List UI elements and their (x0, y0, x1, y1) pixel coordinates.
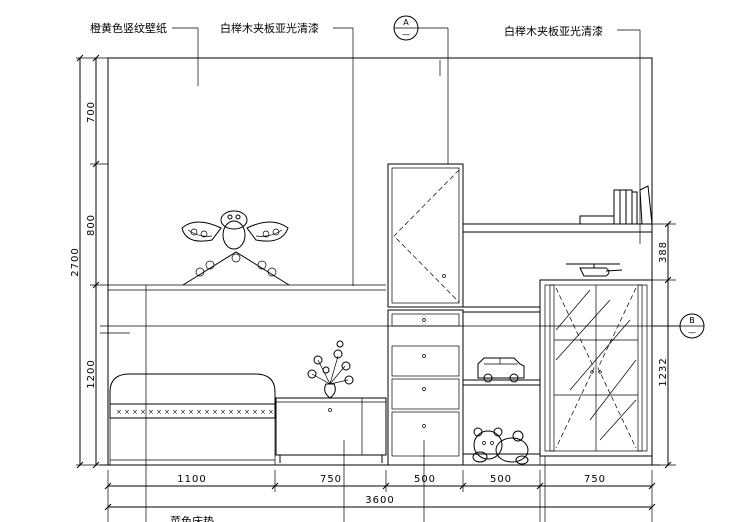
dimension-left (76, 54, 108, 469)
dimension-bottom (104, 440, 656, 522)
helicopter-toy (566, 263, 623, 281)
mattress-pattern-mark: × (204, 408, 210, 416)
section-marker-a: A — (393, 15, 419, 41)
dim-left-700: 700 (86, 101, 97, 123)
dim-left-1200: 1200 (86, 359, 97, 388)
flower-vase (307, 340, 354, 399)
low-cabinet (275, 397, 387, 463)
dim-right-1232: 1232 (658, 357, 669, 386)
mattress-pattern-mark: × (236, 408, 242, 416)
mattress-pattern-mark: × (220, 408, 226, 416)
mattress-pattern-mark: × (132, 408, 138, 416)
open-shelves (463, 223, 652, 455)
section-b-sub: — (688, 328, 696, 337)
drawer-unit (387, 309, 464, 466)
mattress-pattern-mark: × (164, 408, 170, 416)
mattress-pattern-mark: × (228, 408, 234, 416)
toy-car (477, 357, 525, 383)
mattress-pattern-mark: × (188, 408, 194, 416)
dim-bottom-total: 3600 (365, 495, 394, 506)
dimension-right (652, 220, 676, 469)
note-wallpaper: 橙黄色竖纹壁纸 (90, 21, 167, 35)
section-a-letter: A (403, 18, 409, 27)
note-veneer-left: 白榉木夹板亚光清漆 (220, 21, 319, 35)
mattress-pattern-mark: × (260, 408, 266, 416)
books (579, 185, 653, 225)
dim-bottom-750b: 750 (584, 474, 606, 485)
mattress-pattern-mark: × (140, 408, 146, 416)
mattress-pattern-mark: × (212, 408, 218, 416)
mattress-pattern-mark: × (196, 408, 202, 416)
dim-left-800: 800 (86, 214, 97, 236)
section-b-letter: B (689, 316, 695, 325)
bed (109, 373, 276, 465)
mattress-pattern-mark: × (116, 408, 122, 416)
tall-glass-cabinet (387, 163, 464, 308)
mattress-pattern-mark: × (156, 408, 162, 416)
mattress-pattern-mark: × (148, 408, 154, 416)
dim-bottom-500b: 500 (490, 474, 512, 485)
section-marker-b: B — (679, 313, 705, 339)
teddy-bear (472, 427, 529, 465)
mattress-pattern-mark: × (124, 408, 130, 416)
dim-left-2700: 2700 (70, 247, 81, 276)
mattress-pattern-mark: × (268, 408, 274, 416)
display-cabinet-right (539, 279, 653, 466)
kite-decoration (181, 210, 290, 286)
dim-bottom-500a: 500 (414, 474, 436, 485)
dim-bottom-1100: 1100 (177, 474, 206, 485)
mattress-pattern-mark: × (252, 408, 258, 416)
section-a-sub: — (402, 30, 410, 39)
dim-bottom-750a: 750 (320, 474, 342, 485)
mattress-pattern-mark: × (244, 408, 250, 416)
note-veneer-right: 白榉木夹板亚光清漆 (504, 24, 603, 38)
mattress-pattern-mark: × (172, 408, 178, 416)
leader-lines (145, 27, 680, 522)
mattress-pattern-mark: × (180, 408, 186, 416)
note-bottom-partial: 菜色床垫 (170, 514, 214, 522)
bed-mattress-pattern: ×××××××××××××××××××× (116, 408, 274, 416)
dim-right-388: 388 (658, 241, 669, 263)
